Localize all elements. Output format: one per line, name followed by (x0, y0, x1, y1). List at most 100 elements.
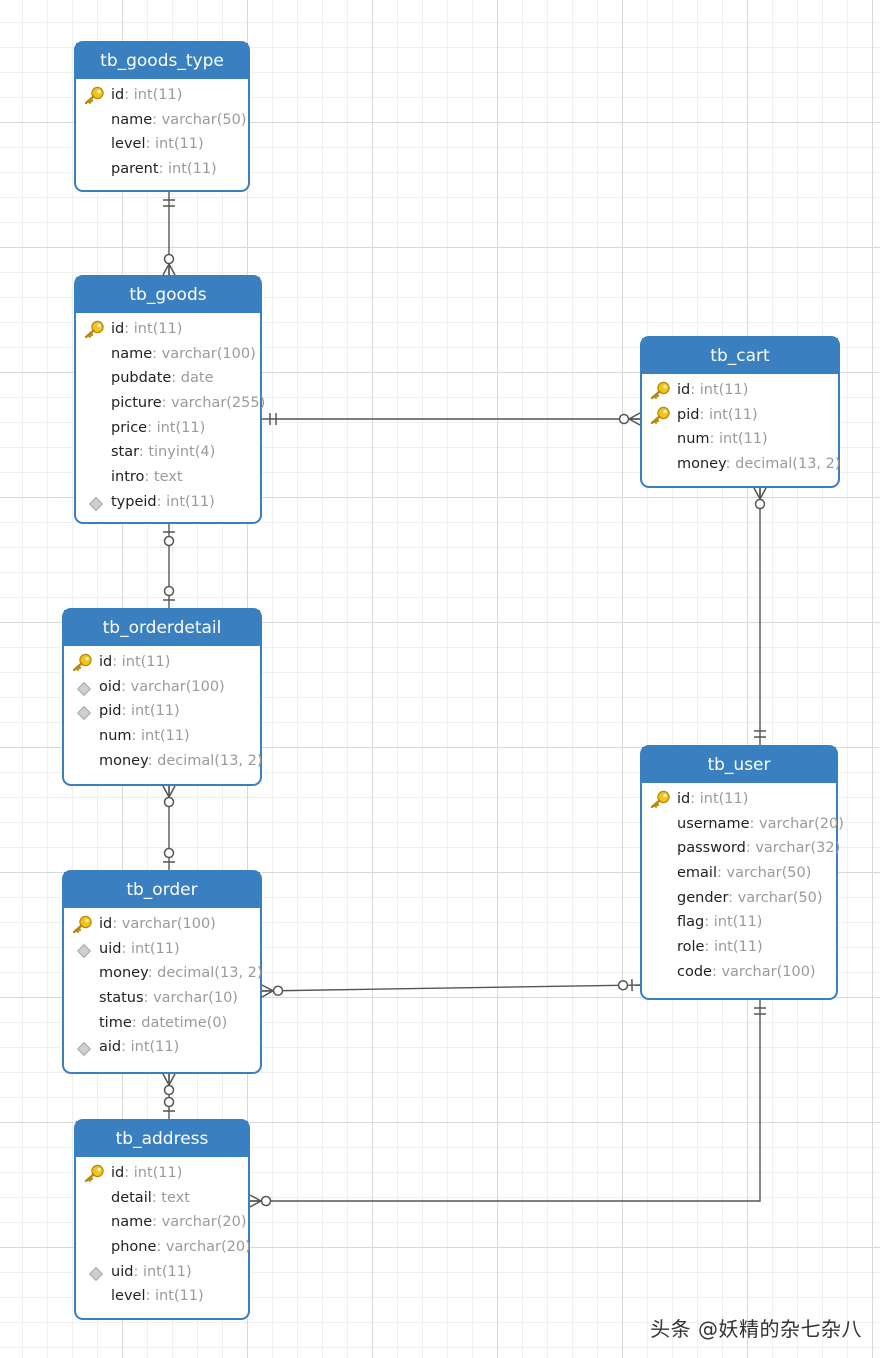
field-row[interactable]: money: decimal(13, 2) (99, 752, 263, 769)
field-name: status (99, 990, 144, 1007)
field-row[interactable]: typeid: int(11) (76, 490, 260, 515)
relationship-tb_order-tb_address[interactable] (162, 1073, 176, 1119)
relationship-tb_cart-tb_user[interactable] (753, 487, 767, 745)
field-row[interactable]: oid: varchar(100) (64, 675, 260, 700)
field-row[interactable]: num: int(11) (677, 431, 768, 448)
entity-tb_user[interactable]: tb_user id: int(11) username: varchar(20) p… (640, 745, 844, 1000)
entity-title: tb_cart (642, 338, 838, 374)
field-type: int(11) (719, 431, 768, 448)
field-list: id: int(11) detail: text name: varchar(20)… (76, 1157, 251, 1309)
field-row[interactable]: flag: int(11) (677, 914, 763, 931)
field-row[interactable]: username: varchar(20) (677, 815, 844, 832)
field-row[interactable]: id: int(11) (76, 1161, 248, 1186)
field-row[interactable]: price: int(11) (111, 419, 206, 436)
foreign-key-icon (76, 943, 92, 958)
field-row[interactable]: time: datetime(0) (99, 1014, 228, 1031)
field-type: int(11) (133, 1165, 183, 1181)
relationship-tb_goods-tb_cart[interactable] (262, 412, 641, 426)
field-name: uid (99, 940, 122, 957)
primary-key-icon (72, 653, 92, 672)
field-name: intro (111, 469, 145, 486)
field-name: time (99, 1014, 132, 1031)
field-row[interactable]: picture: varchar(255) (111, 395, 266, 412)
field-type: varchar(32) (755, 840, 841, 857)
relationship-tb_order-tb_user[interactable] (261, 979, 641, 998)
field-row[interactable]: password: varchar(32) (677, 840, 841, 857)
field-type: varchar(100) (161, 345, 256, 362)
field-name: star (111, 444, 139, 461)
field-row[interactable]: intro: text (111, 469, 183, 486)
field-row[interactable]: uid: int(11) (64, 937, 260, 962)
field-row[interactable]: code: varchar(100) (677, 963, 816, 980)
field-row[interactable]: money: decimal(13, 2) (677, 456, 841, 473)
field-row[interactable]: detail: text (111, 1189, 190, 1206)
field-row[interactable]: name: varchar(50) (111, 111, 247, 128)
field-name: id (99, 654, 113, 670)
primary-key-icon (650, 790, 670, 809)
field-name: level (111, 1288, 146, 1305)
field-row[interactable]: phone: varchar(20) (111, 1239, 251, 1256)
field-list: id: int(11) username: varchar(20) password… (642, 783, 844, 985)
field-name: name (111, 345, 153, 362)
entity-tb_cart[interactable]: tb_cart id: int(11)pid: int(11) num: int(1… (640, 336, 841, 488)
relationship-tb_orderdetail-tb_order[interactable] (162, 785, 176, 870)
field-name: name (111, 111, 153, 128)
field-name: id (111, 87, 125, 103)
field-row[interactable]: num: int(11) (99, 728, 190, 745)
field-type: int(11) (156, 419, 206, 436)
field-row[interactable]: id: int(11) (64, 650, 260, 675)
field-name: oid (99, 678, 122, 695)
field-list: id: int(11) name: varchar(100) pubdate: da… (76, 313, 266, 515)
field-row[interactable]: status: varchar(10) (99, 990, 238, 1007)
field-type: text (161, 1189, 190, 1206)
field-name: password (677, 840, 746, 857)
relationship-tb_goods_type-tb_goods[interactable] (162, 192, 176, 276)
field-row[interactable]: level: int(11) (111, 136, 204, 153)
field-type: varchar(50) (737, 889, 823, 906)
relationship-tb_address-tb_user[interactable] (249, 1000, 766, 1208)
field-name: money (99, 965, 148, 982)
field-row[interactable]: pid: int(11) (64, 699, 260, 724)
field-row[interactable]: id: int(11) (642, 787, 836, 812)
field-row[interactable]: money: decimal(13, 2) (99, 965, 263, 982)
field-row[interactable]: name: varchar(100) (111, 345, 256, 362)
field-name: code (677, 963, 712, 980)
primary-key-icon (650, 406, 670, 424)
field-row[interactable]: email: varchar(50) (677, 865, 812, 882)
field-type: int(11) (154, 136, 204, 153)
field-type: int(11) (166, 493, 215, 510)
field-name: typeid (111, 493, 157, 510)
field-row[interactable]: pid: int(11) (642, 403, 838, 428)
field-name: id (677, 791, 691, 807)
field-row[interactable]: aid: int(11) (64, 1035, 260, 1060)
field-type: int(11) (708, 406, 758, 423)
field-name: id (677, 382, 691, 398)
field-type: varchar(100) (721, 963, 816, 980)
field-row[interactable]: name: varchar(20) (111, 1214, 247, 1231)
field-row[interactable]: pubdate: date (111, 370, 214, 387)
field-row[interactable]: gender: varchar(50) (677, 889, 823, 906)
field-row[interactable]: level: int(11) (111, 1288, 204, 1305)
field-name: price (111, 419, 148, 436)
field-row[interactable]: parent: int(11) (111, 161, 217, 178)
field-row[interactable]: id: int(11) (76, 317, 260, 342)
field-row[interactable]: star: tinyint(4) (111, 444, 216, 461)
field-name: id (111, 1165, 125, 1181)
field-type: varchar(100) (130, 678, 225, 695)
field-row[interactable]: uid: int(11) (76, 1260, 248, 1285)
field-row[interactable]: role: int(11) (677, 939, 763, 956)
relationship-tb_goods-tb_orderdetail[interactable] (163, 524, 175, 608)
field-list: id: int(11) name: varchar(50) level: int(1… (76, 79, 248, 182)
field-type: varchar(20) (161, 1214, 247, 1231)
field-row[interactable]: id: int(11) (642, 378, 838, 403)
field-type: datetime(0) (141, 1014, 228, 1031)
field-row[interactable]: id: varchar(100) (64, 912, 260, 937)
field-type: int(11) (130, 703, 180, 720)
entity-title: tb_user (642, 747, 836, 783)
field-row[interactable]: id: int(11) (76, 83, 248, 108)
